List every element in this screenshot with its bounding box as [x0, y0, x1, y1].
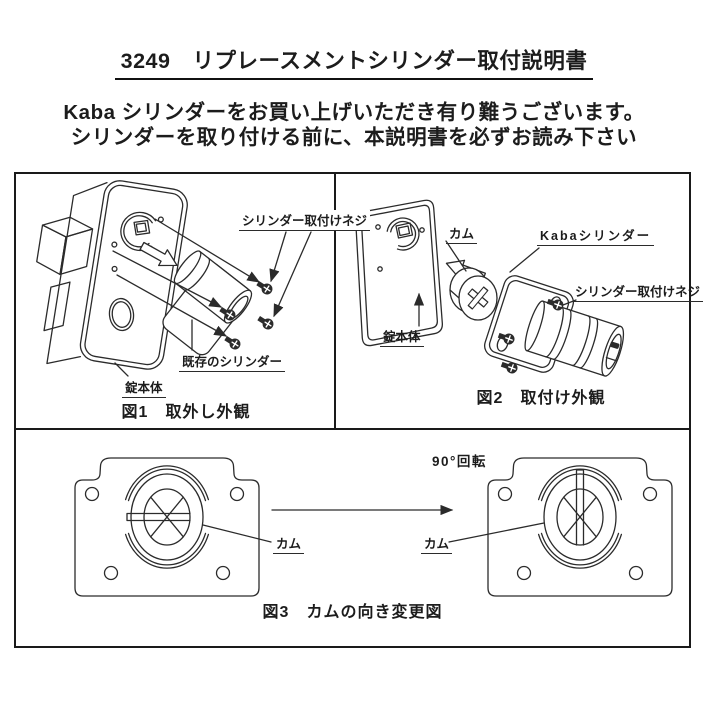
label-cylinder-screw-fig1: シリンダー取付けネジ [239, 210, 371, 231]
phillips-cross [467, 286, 489, 310]
screw-hole [111, 265, 118, 272]
existing-cylinder-drawing [162, 250, 253, 356]
figure2-caption: 図2 取付け外観 [476, 390, 606, 407]
cam-slot-horizontal [126, 512, 191, 522]
cylinder-hole-arc [120, 211, 157, 251]
screw-axis-arrows [112, 218, 261, 337]
label-cylinder-screw-fig2: シリンダー取付けネジ [572, 281, 704, 302]
page-title: 3249 リプレースメントシリンダー取付説明書 [114, 44, 594, 80]
removal-arrow [139, 241, 178, 267]
figure1-caption: 図1 取外し外観 [121, 404, 251, 421]
side-notch [43, 281, 71, 332]
keyhole [108, 297, 135, 332]
cam-after [537, 465, 623, 569]
panel-divider-vertical [334, 174, 336, 428]
cam-hub [395, 222, 414, 239]
bolt-side [59, 228, 94, 276]
lock-body-side [46, 181, 108, 365]
label-cam-left: カム [273, 533, 305, 554]
cylinder-hole-arc [386, 217, 420, 251]
keyway [609, 341, 620, 349]
screw-hole [111, 241, 118, 248]
figures-panel: シリンダー取付けネジ 既存のシリンダー 錠本体 図1 取外し外観 カム Kaba… [14, 172, 704, 648]
label-lock-body-fig1: 錠本体 [122, 377, 166, 398]
label-leader-lines [445, 240, 577, 306]
figure1-drawing [36, 180, 312, 377]
label-leader-lines [202, 522, 545, 543]
intro-text: Kaba シリンダーをお買い上げいただき有り難うございます。 シリンダーを取り付… [0, 100, 708, 151]
label-lock-body-fig2: 錠本体 [380, 326, 424, 347]
cam-slot-vertical [575, 469, 585, 546]
figure3-drawing [74, 457, 673, 597]
intro-line-2: シリンダーを取り付ける前に、本説明書を必ずお読み下さい [70, 126, 638, 150]
cam-before [124, 465, 210, 569]
cam-hub [133, 219, 151, 236]
panel-divider-horizontal [16, 428, 689, 430]
rotation-note: 90°回転 [432, 454, 487, 469]
label-cam-fig2: カム [446, 223, 478, 244]
screw-hole [377, 266, 383, 272]
screw-hole [375, 224, 381, 230]
figure3-caption: 図3 カムの向き変更図 [262, 604, 443, 621]
screw-icon [255, 312, 277, 333]
label-leader-lines [114, 231, 312, 377]
mounting-plate-right [487, 457, 673, 597]
label-cam-right: カム [421, 533, 453, 554]
label-existing-cylinder: 既存のシリンダー [179, 351, 286, 372]
screw-hole [419, 227, 425, 233]
label-kaba-cylinder: Kabaシリンダー [537, 225, 655, 246]
cam-drawing [449, 267, 498, 321]
intro-line-1: Kaba シリンダーをお買い上げいただき有り難うございます。 [63, 101, 645, 124]
header: 3249 リプレースメントシリンダー取付説明書 [0, 44, 708, 80]
mounting-plate-left [74, 457, 260, 597]
